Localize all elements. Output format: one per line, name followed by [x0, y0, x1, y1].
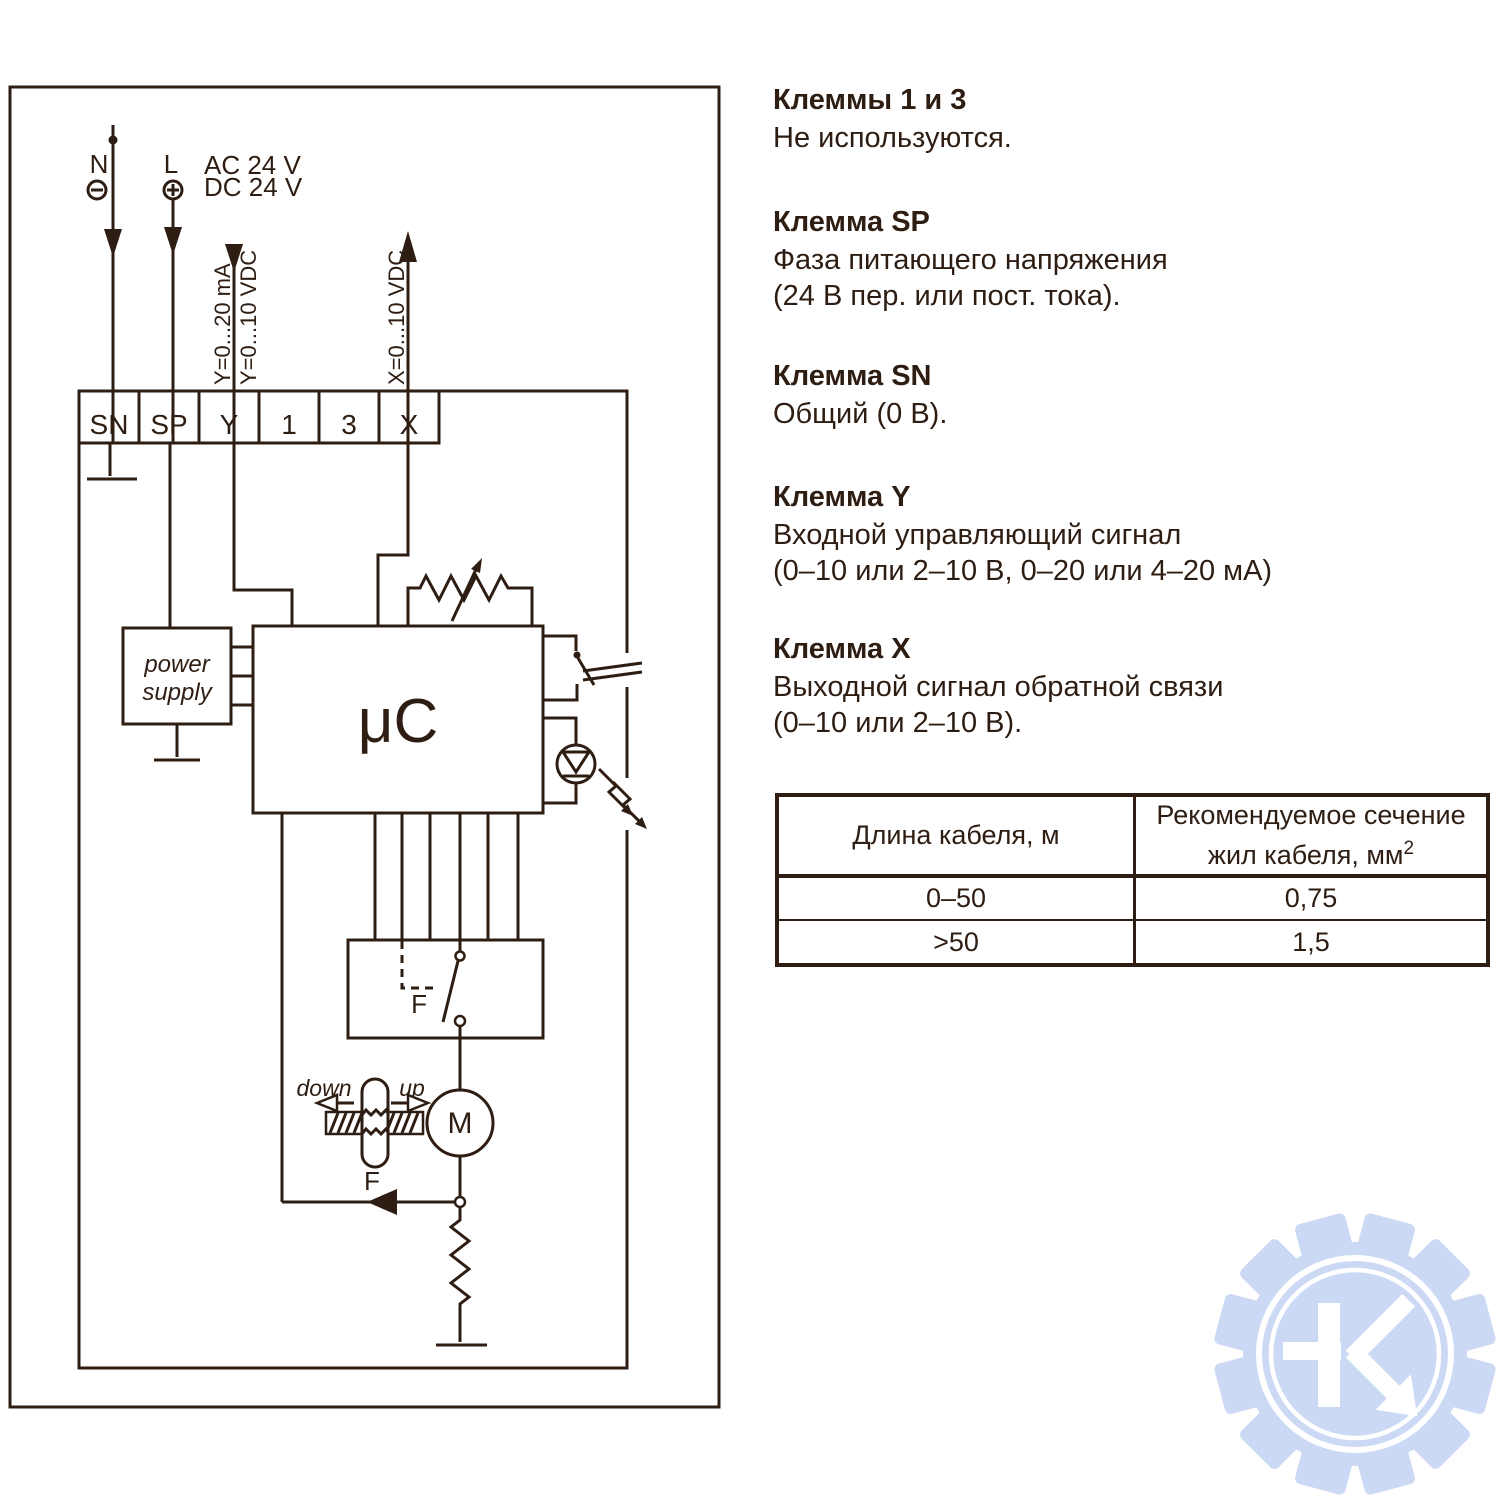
table-row: >50 1,5 — [779, 921, 1486, 964]
label-l: L — [164, 149, 178, 179]
label-n: N — [90, 149, 109, 179]
wires — [77, 125, 629, 1370]
section-line: Входной управляющий сигнал — [773, 519, 1182, 551]
section-terminals-1-3: Клеммы 1 и 3 Не используются. — [773, 80, 1473, 156]
section-line: Не используются. — [773, 122, 1012, 154]
brand-gear-logo — [1214, 1213, 1496, 1495]
col-header-section: Рекомендуемое сечение жил кабеля, мм2 — [1136, 797, 1486, 874]
section-title: Клемма SP — [773, 206, 930, 238]
up-arrow-icon — [391, 1093, 432, 1113]
section-title: Клеммы 1 и 3 — [773, 84, 967, 116]
f-switch-label: F — [411, 989, 427, 1019]
table-row: 0–50 0,75 — [779, 878, 1486, 921]
arrow-up-x — [399, 231, 417, 262]
motor-assembly: down up M — [297, 1075, 495, 1169]
label-down: down — [297, 1075, 352, 1101]
label-y-vdc: Y=0...10 VDC — [236, 250, 261, 385]
cell-length: 0–50 — [779, 878, 1136, 919]
terminal-y: Y — [220, 409, 239, 440]
label-dc24v: DC 24 V — [204, 172, 303, 202]
power-supply-label-1: power — [143, 651, 210, 678]
f-switch-box: F — [346, 938, 545, 1040]
label-x-vdc: X=0...10 VDC — [384, 250, 409, 385]
col-header-section-line1: Рекомендуемое сечение — [1156, 800, 1466, 830]
terminal-sn: SN — [90, 409, 129, 440]
arrow-down-n — [104, 229, 122, 257]
section-line: (24 В пер. или пост. тока). — [773, 280, 1121, 312]
terminal-block: SN SP Y 1 3 X — [77, 389, 441, 445]
gear-icon — [1214, 1213, 1496, 1495]
section-terminal-y: Клемма Y Входной управляющий сигнал (0–1… — [773, 477, 1473, 589]
cable-table-header: Длина кабеля, м Рекомендуемое сечение жи… — [779, 797, 1486, 878]
mcu-box: μC — [251, 624, 545, 815]
cell-length: >50 — [779, 921, 1136, 964]
motor-circle — [425, 1088, 495, 1158]
terminal-sp: SP — [150, 409, 187, 440]
minus-terminal-icon — [86, 179, 108, 201]
mcu-label: μC — [358, 687, 439, 756]
cell-section: 0,75 — [1284, 883, 1338, 913]
section-title: Клемма Y — [773, 481, 911, 513]
resistor — [448, 1207, 472, 1342]
output-switch — [543, 634, 643, 702]
label-ac24v: AC 24 V — [204, 150, 301, 180]
section-line: Фаза питающего напряжения — [773, 244, 1168, 276]
wiring-diagram: SN SP Y 1 3 X N L AC 24 V DC 24 V Y=0...… — [8, 85, 721, 1409]
section-terminal-x: Клемма X Выходной сигнал обратной связи … — [773, 629, 1473, 741]
section-line: (0–10 или 2–10 В, 0–20 или 4–20 мА) — [773, 555, 1273, 587]
section-title: Клемма SN — [773, 360, 932, 392]
col-header-length: Длина кабеля, м — [779, 797, 1136, 874]
feedback-f-label: F — [364, 1166, 380, 1196]
power-supply-box: power supply — [121, 626, 233, 726]
section-line: Выходной сигнал обратной связи — [773, 671, 1224, 703]
worm-follower — [360, 1077, 390, 1169]
motor-label: M — [448, 1107, 473, 1140]
arrow-down-l — [164, 227, 182, 255]
down-arrow-icon — [313, 1093, 354, 1113]
section-terminal-sn: Клемма SN Общий (0 В). — [773, 356, 1473, 432]
diagram-frame — [8, 85, 721, 1409]
led-indicator — [543, 716, 597, 805]
light-emission-arrows — [597, 767, 647, 829]
label-y-ma: Y=0...20 mA — [210, 263, 235, 385]
terminal-1: 1 — [281, 409, 297, 440]
terminal-x: X — [400, 409, 419, 440]
arrow-down-y — [225, 244, 243, 272]
col-header-section-line2: жил кабеля, мм2 — [1207, 838, 1415, 870]
section-line: (0–10 или 2–10 В). — [773, 707, 1023, 739]
potentiometer — [406, 558, 534, 626]
node-dot — [108, 135, 118, 145]
section-title: Клемма X — [773, 633, 911, 665]
plus-terminal-icon — [162, 179, 184, 201]
k-arrow-icon — [1283, 1293, 1418, 1417]
terminal-3: 3 — [341, 409, 357, 440]
cell-section: 1,5 — [1292, 927, 1330, 957]
feedback-arrow: F — [364, 1166, 467, 1215]
power-supply-label-2: supply — [142, 679, 213, 706]
section-terminal-sp: Клемма SP Фаза питающего напряжения (24 … — [773, 202, 1473, 314]
cable-table: Длина кабеля, м Рекомендуемое сечение жи… — [775, 793, 1490, 967]
section-line: Общий (0 В). — [773, 398, 948, 430]
